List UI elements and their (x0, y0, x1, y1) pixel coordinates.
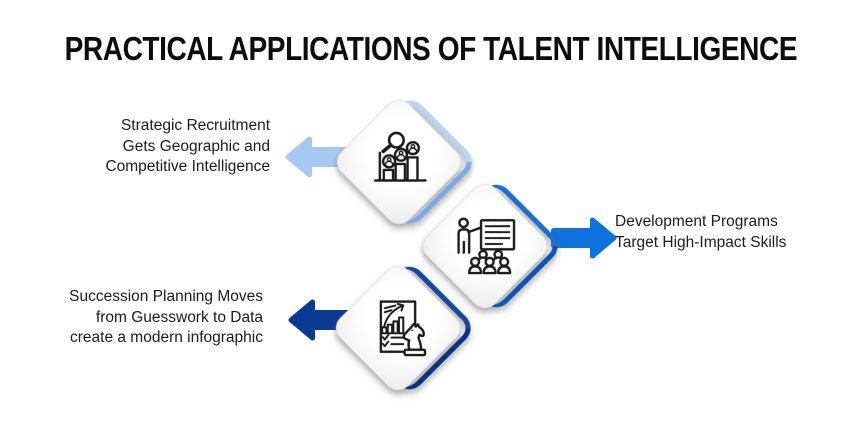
label-development-programs: Development Programs Target High-Impact … (615, 212, 786, 253)
card-face (330, 260, 466, 396)
page-title-text: PRACTICAL APPLICATIONS OF TALENT INTELLI… (64, 30, 798, 67)
label-succession-planning: Succession Planning Moves from Guesswork… (69, 287, 263, 349)
training-presentation-icon (457, 217, 516, 275)
label-line: Development Programs (615, 213, 778, 230)
label-line: Competitive Intelligence (105, 158, 270, 175)
card-face (417, 178, 553, 314)
page-title: PRACTICAL APPLICATIONS OF TALENT INTELLI… (0, 30, 850, 68)
label-line: Gets Geographic and (122, 137, 270, 155)
card-strategic-recruitment (331, 94, 479, 230)
strategy-checklist-knight-icon (379, 300, 427, 357)
label-strategic-recruitment: Strategic Recruitment Gets Geographic an… (105, 116, 270, 178)
label-line: from Guesswork to Data (95, 308, 263, 326)
label-line: Target High-Impact Skills (615, 233, 787, 251)
talent-search-analytics-icon (374, 131, 427, 182)
label-line: Strategic Recruitment (120, 117, 270, 134)
label-line: create a modern infographic (69, 329, 263, 346)
label-line: Succession Planning Moves (69, 288, 263, 305)
arrow-right-icon (551, 217, 617, 259)
card-development-programs (417, 178, 565, 314)
card-face (331, 94, 467, 230)
card-succession-planning (330, 260, 478, 396)
